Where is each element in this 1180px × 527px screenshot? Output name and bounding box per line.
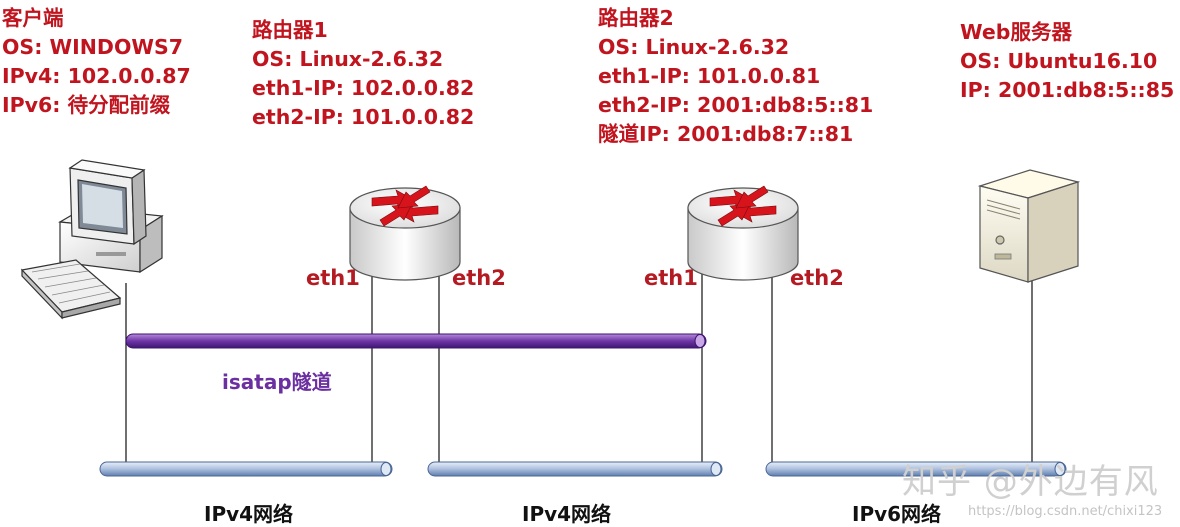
watermark-url: https://blog.csdn.net/chixi123	[968, 504, 1163, 519]
router2-eth1-label: eth1	[644, 266, 698, 290]
router2-icon	[687, 185, 799, 281]
client-os: OS: WINDOWS7	[2, 35, 184, 59]
router2-eth2-label: eth2	[790, 266, 844, 290]
isatap-tunnel	[125, 333, 707, 349]
router2-title: 路由器2	[598, 6, 674, 30]
network-label-ipv4-2: IPv4网络	[522, 502, 612, 526]
router1-icon	[349, 185, 461, 281]
router1-eth1-label: eth1	[306, 266, 360, 290]
router2-eth1-ip: eth1-IP: 101.0.0.81	[598, 64, 821, 88]
router2-info: 路由器2 OS: Linux-2.6.32 eth1-IP: 101.0.0.8…	[598, 4, 873, 149]
server-title: Web服务器	[960, 20, 1072, 44]
tunnel-label: isatap隧道	[222, 370, 332, 394]
server-ip: IP: 2001:db8:5::85	[960, 78, 1175, 102]
watermark-zhihu: 知乎 @外边有风	[902, 462, 1159, 502]
web-server-icon	[977, 169, 1081, 283]
ipv6-bus	[765, 461, 1067, 477]
router1-eth2-label: eth2	[452, 266, 506, 290]
router1-info: 路由器1 OS: Linux-2.6.32 eth1-IP: 102.0.0.8…	[252, 16, 474, 132]
client-ipv4: IPv4: 102.0.0.87	[2, 64, 191, 88]
connection-lines	[125, 268, 1033, 464]
network-label-ipv6: IPv6网络	[852, 502, 942, 526]
router1-eth1-ip: eth1-IP: 102.0.0.82	[252, 76, 475, 100]
client-info: 客户端 OS: WINDOWS7 IPv4: 102.0.0.87 IPv6: …	[2, 4, 191, 120]
server-os: OS: Ubuntu16.10	[960, 49, 1158, 73]
network-label-ipv4-1: IPv4网络	[204, 502, 294, 526]
client-computer-icon	[20, 159, 164, 320]
client-ipv6: IPv6: 待分配前缀	[2, 93, 171, 117]
router2-tunnel-ip: 隧道IP: 2001:db8:7::81	[598, 122, 854, 146]
server-info: Web服务器 OS: Ubuntu16.10 IP: 2001:db8:5::8…	[960, 18, 1174, 105]
router1-title: 路由器1	[252, 18, 328, 42]
ipv4-bus-2	[427, 461, 723, 477]
router2-eth2-ip: eth2-IP: 2001:db8:5::81	[598, 93, 874, 117]
router1-os: OS: Linux-2.6.32	[252, 47, 444, 71]
router1-eth2-ip: eth2-IP: 101.0.0.82	[252, 105, 475, 129]
ipv4-bus-1	[99, 461, 393, 477]
client-title: 客户端	[2, 6, 64, 30]
router2-os: OS: Linux-2.6.32	[598, 35, 790, 59]
